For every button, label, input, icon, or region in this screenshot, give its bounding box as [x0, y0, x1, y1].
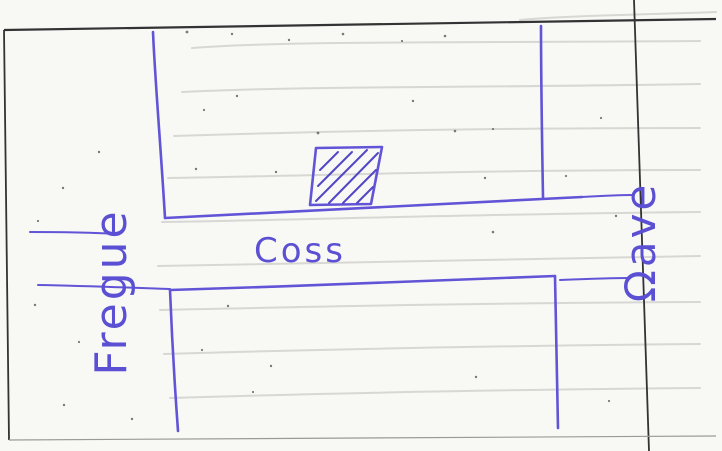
frame-top-border [4, 19, 716, 30]
upper-block-left-wall [153, 32, 165, 218]
lower-block [170, 276, 558, 431]
lower-block-top-wall [170, 276, 555, 290]
frame-bottom-border [9, 436, 716, 440]
frame-left-border [4, 30, 9, 440]
lower-block-left-wall [170, 290, 178, 431]
hatched-square [310, 147, 382, 205]
street-label: Coss [254, 231, 346, 271]
upper-block-right-wall [541, 26, 543, 197]
upper-block [153, 26, 582, 218]
lower-block-right-wall [555, 276, 558, 428]
right-side-label: Ωave [616, 182, 665, 303]
left-side-label: Fregue [86, 208, 137, 375]
